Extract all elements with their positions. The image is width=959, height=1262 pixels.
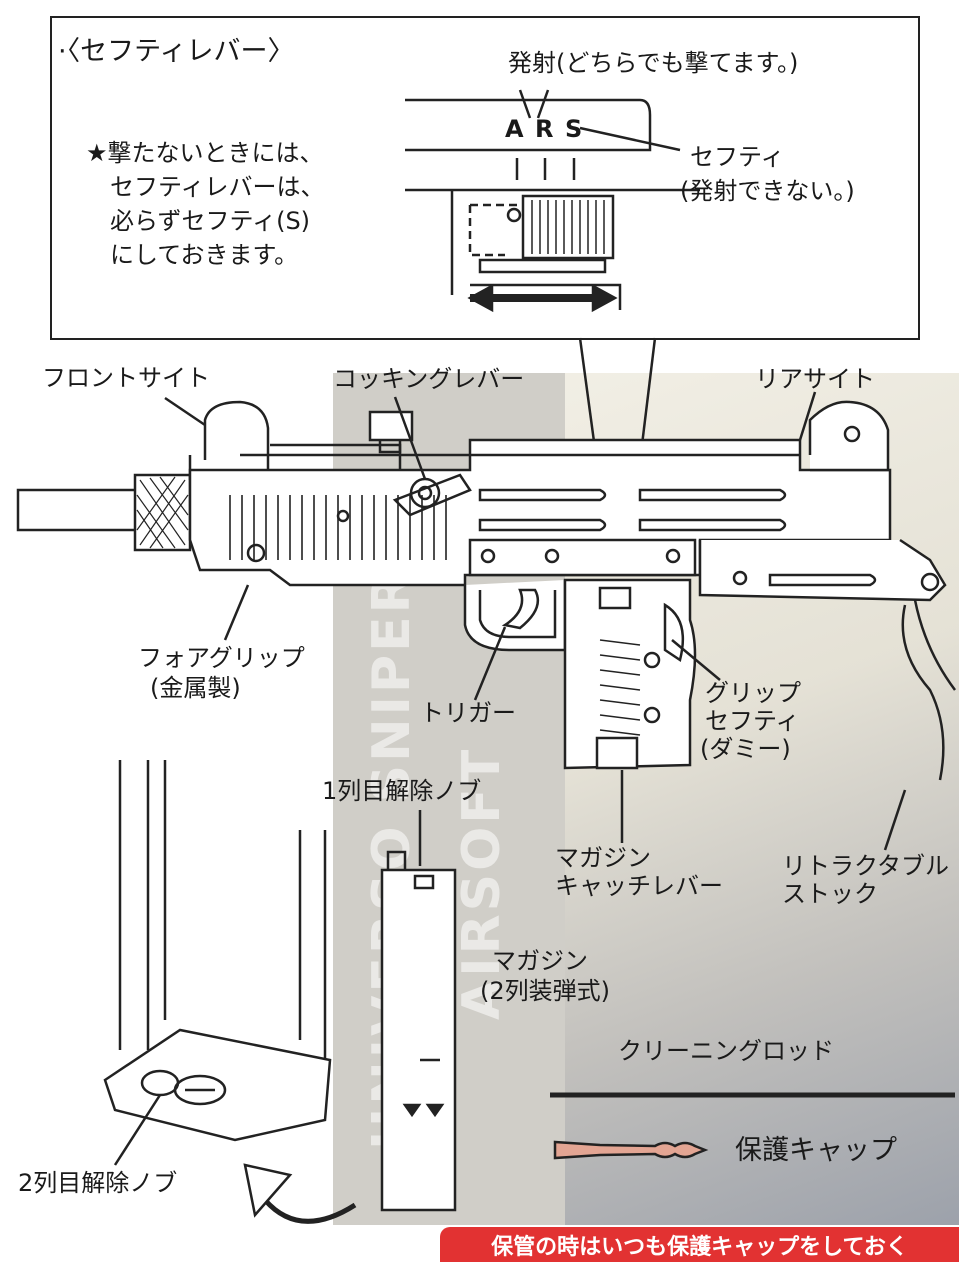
label-fore-grip: フォアグリップ: [138, 644, 305, 672]
label-stock-2: ストック: [782, 880, 878, 908]
label-magazine-2: (2列装弾式): [480, 977, 610, 1005]
letter-r: R: [535, 115, 554, 143]
fire-note: 発射(どちらでも撃てます。): [508, 49, 799, 77]
safety-note: (発射できない。): [680, 177, 855, 205]
label-first-release: 1列目解除ノブ: [322, 777, 482, 805]
tip-line-2: セフティレバーは、: [110, 173, 325, 201]
safety-inset-box: [50, 16, 920, 340]
letter-a: A: [505, 115, 524, 143]
letter-s: S: [565, 115, 583, 143]
safety-label: セフティ: [690, 143, 785, 171]
tip-line-1: ★撃たないときには、: [86, 139, 324, 167]
storage-banner: 保管の時はいつも保護キャップをしておく: [440, 1227, 959, 1262]
label-magazine-catch-1: マガジン: [555, 844, 651, 872]
label-fore-grip-note: (金属製): [150, 674, 241, 702]
label-cleaning-rod: クリーニングロッド: [618, 1037, 834, 1065]
label-protect-cap: 保護キャップ: [735, 1135, 897, 1166]
label-rear-sight: リアサイト: [755, 365, 875, 393]
tip-line-3: 必らずセフティ(S): [110, 207, 311, 235]
tip-line-4: にしておきます。: [110, 241, 299, 269]
label-trigger: トリガー: [420, 699, 516, 727]
label-second-release: 2列目解除ノブ: [18, 1169, 178, 1197]
inset-title: ·〈セフティレバー〉: [58, 36, 295, 67]
label-magazine-catch-2: キャッチレバー: [555, 872, 723, 900]
label-grip-safety-1: グリップ: [705, 679, 801, 707]
label-cocking-lever: コッキングレバー: [333, 365, 525, 393]
label-stock-1: リトラクタブル: [782, 852, 950, 880]
label-grip-safety-2: セフティ: [705, 707, 800, 735]
label-front-sight: フロントサイト: [42, 364, 210, 392]
label-grip-safety-3: (ダミー): [700, 735, 791, 763]
label-magazine-1: マガジン: [492, 947, 588, 975]
selector-diagram: [405, 89, 700, 313]
